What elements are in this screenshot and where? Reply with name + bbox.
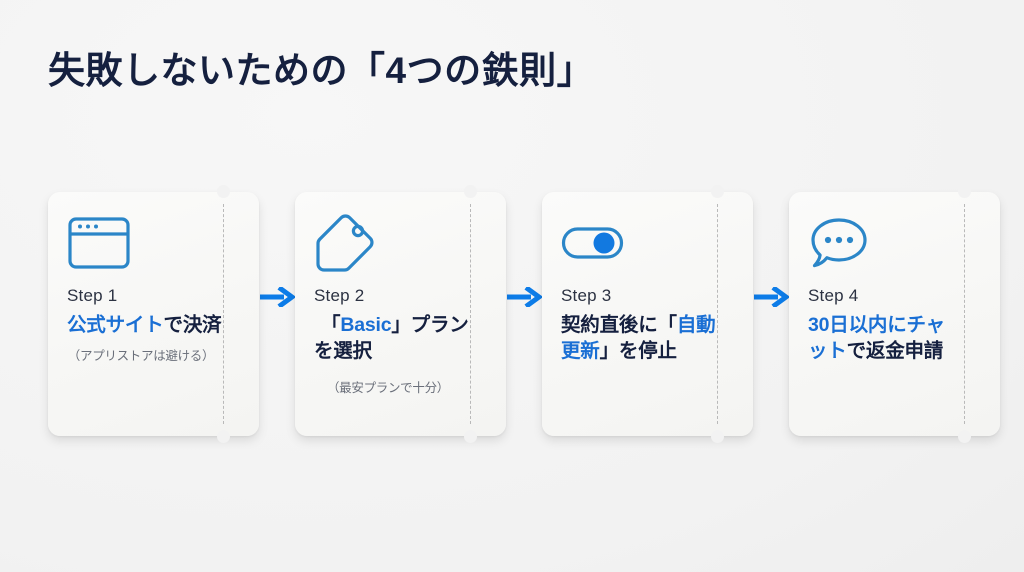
- headline-highlight: 公式サイト: [67, 313, 164, 336]
- notch-top: [711, 185, 724, 198]
- arrow-right-icon-1: [259, 287, 295, 307]
- headline-line2-highlight: ット: [808, 339, 847, 362]
- arrow-right-icon-2: [506, 287, 542, 307]
- notch-bottom: [217, 430, 230, 443]
- step-card-3[interactable]: Step 3 契約直後に「自動 更新」を停止: [542, 185, 753, 443]
- headline-prefix: 契約直後に「: [561, 313, 677, 336]
- step-card-1[interactable]: Step 1 公式サイトで決済 （アプリストアは避ける）: [48, 185, 259, 443]
- perforation-line: [964, 204, 965, 424]
- headline-line2-highlight: 更新: [561, 339, 600, 362]
- notch-bottom: [958, 430, 971, 443]
- perforation-line: [717, 204, 718, 424]
- step-subnote: （最安プランで十分）: [326, 380, 449, 395]
- step-card-4[interactable]: Step 4 30日以内にチャ ットで返金申請: [789, 185, 1000, 443]
- step-label: Step 3: [561, 286, 612, 305]
- steps-row: Step 1 公式サイトで決済 （アプリストアは避ける）: [48, 185, 1000, 443]
- step-headline: 30日以内にチャ ットで返金申請: [808, 313, 956, 365]
- headline-rest: 」プラン: [391, 313, 469, 336]
- notch-top: [464, 185, 477, 198]
- perforation-line: [470, 204, 471, 424]
- headline-line2-rest: で返金申請: [846, 339, 944, 362]
- notch-top: [958, 185, 971, 198]
- perforation-line: [223, 204, 224, 424]
- step-subnote: （アプリストアは避ける）: [67, 348, 215, 363]
- step-card-2[interactable]: Step 2 「Basic」プラン を選択 （最安プランで十分）: [295, 185, 506, 443]
- headline-highlight: 30日以内にチャ: [808, 313, 945, 336]
- step-label: Step 1: [67, 286, 118, 305]
- headline-highlight: Basic: [340, 313, 392, 336]
- notch-bottom: [711, 430, 724, 443]
- step-headline: 公式サイトで決済: [67, 313, 222, 339]
- step-headline: 契約直後に「自動 更新」を停止: [561, 313, 716, 365]
- price-tag-icon: [314, 210, 462, 276]
- step-headline: 「Basic」プラン を選択: [314, 313, 469, 365]
- arrow-right-icon-3: [753, 287, 789, 307]
- notch-top: [217, 185, 230, 198]
- headline-rest: で決済: [163, 313, 222, 336]
- headline-highlight: 自動: [676, 313, 716, 336]
- headline-line2-rest: 」を停止: [599, 339, 677, 362]
- headline-prefix: 「: [321, 313, 341, 336]
- headline-line2: を選択: [314, 339, 372, 362]
- step-label: Step 2: [314, 286, 365, 305]
- toggle-switch-icon: [561, 210, 709, 276]
- notch-bottom: [464, 430, 477, 443]
- page-title: 失敗しないための「4つの鉄則」: [48, 50, 595, 91]
- step-label: Step 4: [808, 286, 859, 305]
- chat-bubble-icon: [808, 210, 956, 276]
- browser-window-icon: [67, 210, 215, 276]
